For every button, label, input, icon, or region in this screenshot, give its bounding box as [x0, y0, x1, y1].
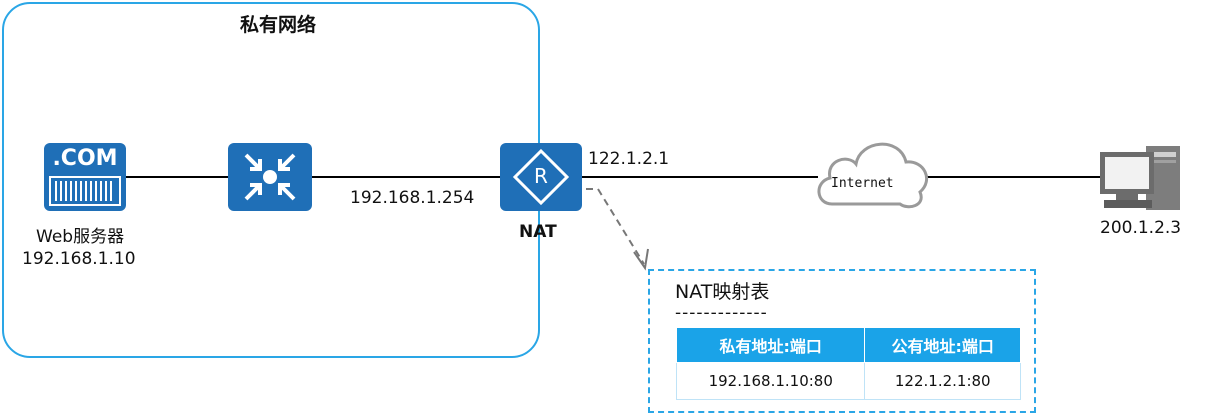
switch-graphic — [244, 153, 296, 201]
nat-table-title: NAT映射表 — [675, 281, 770, 303]
cloud-icon — [817, 142, 928, 209]
switch-icon[interactable] — [228, 143, 312, 211]
nat-pointer-arrow — [586, 188, 645, 265]
table-header-row: 私有地址:端口 公有地址:端口 — [675, 327, 1021, 363]
column-header-public: 公有地址:端口 — [864, 327, 1021, 363]
pc-icon[interactable] — [1098, 144, 1182, 212]
cell-public-address: 122.1.2.1:80 — [864, 362, 1021, 400]
column-header-private: 私有地址:端口 — [675, 327, 866, 363]
nat-mapping-table: 私有地址:端口 公有地址:端口 192.168.1.10:80 122.1.2.… — [675, 327, 1021, 400]
router-outside-ip-label: 122.1.2.1 — [588, 149, 670, 169]
internet-label: Internet — [831, 176, 894, 191]
server-name-label: Web服务器 — [36, 227, 125, 247]
router-name-label: NAT — [519, 222, 557, 242]
nat-table-separator: ------------- — [675, 303, 768, 323]
table-row: 192.168.1.10:80 122.1.2.1:80 — [675, 362, 1021, 400]
router-graphic — [512, 148, 570, 206]
nat-table-panel: NAT映射表 ------------- 私有地址:端口 公有地址:端口 192… — [648, 269, 1036, 413]
router-glyph: R — [534, 164, 548, 188]
router-icon[interactable]: R — [500, 143, 582, 211]
nat-pointer-arrowhead — [633, 248, 649, 271]
server-com-icon[interactable]: .COM — [44, 143, 126, 211]
server-com-graphic — [49, 176, 121, 206]
server-com-text: .COM — [52, 146, 118, 171]
router-inside-ip-label: 192.168.1.254 — [350, 188, 475, 208]
server-ip-label: 192.168.1.10 — [22, 249, 136, 269]
cell-private-address: 192.168.1.10:80 — [675, 362, 866, 400]
private-network-title: 私有网络 — [240, 14, 317, 36]
client-ip-label: 200.1.2.3 — [1100, 218, 1182, 238]
